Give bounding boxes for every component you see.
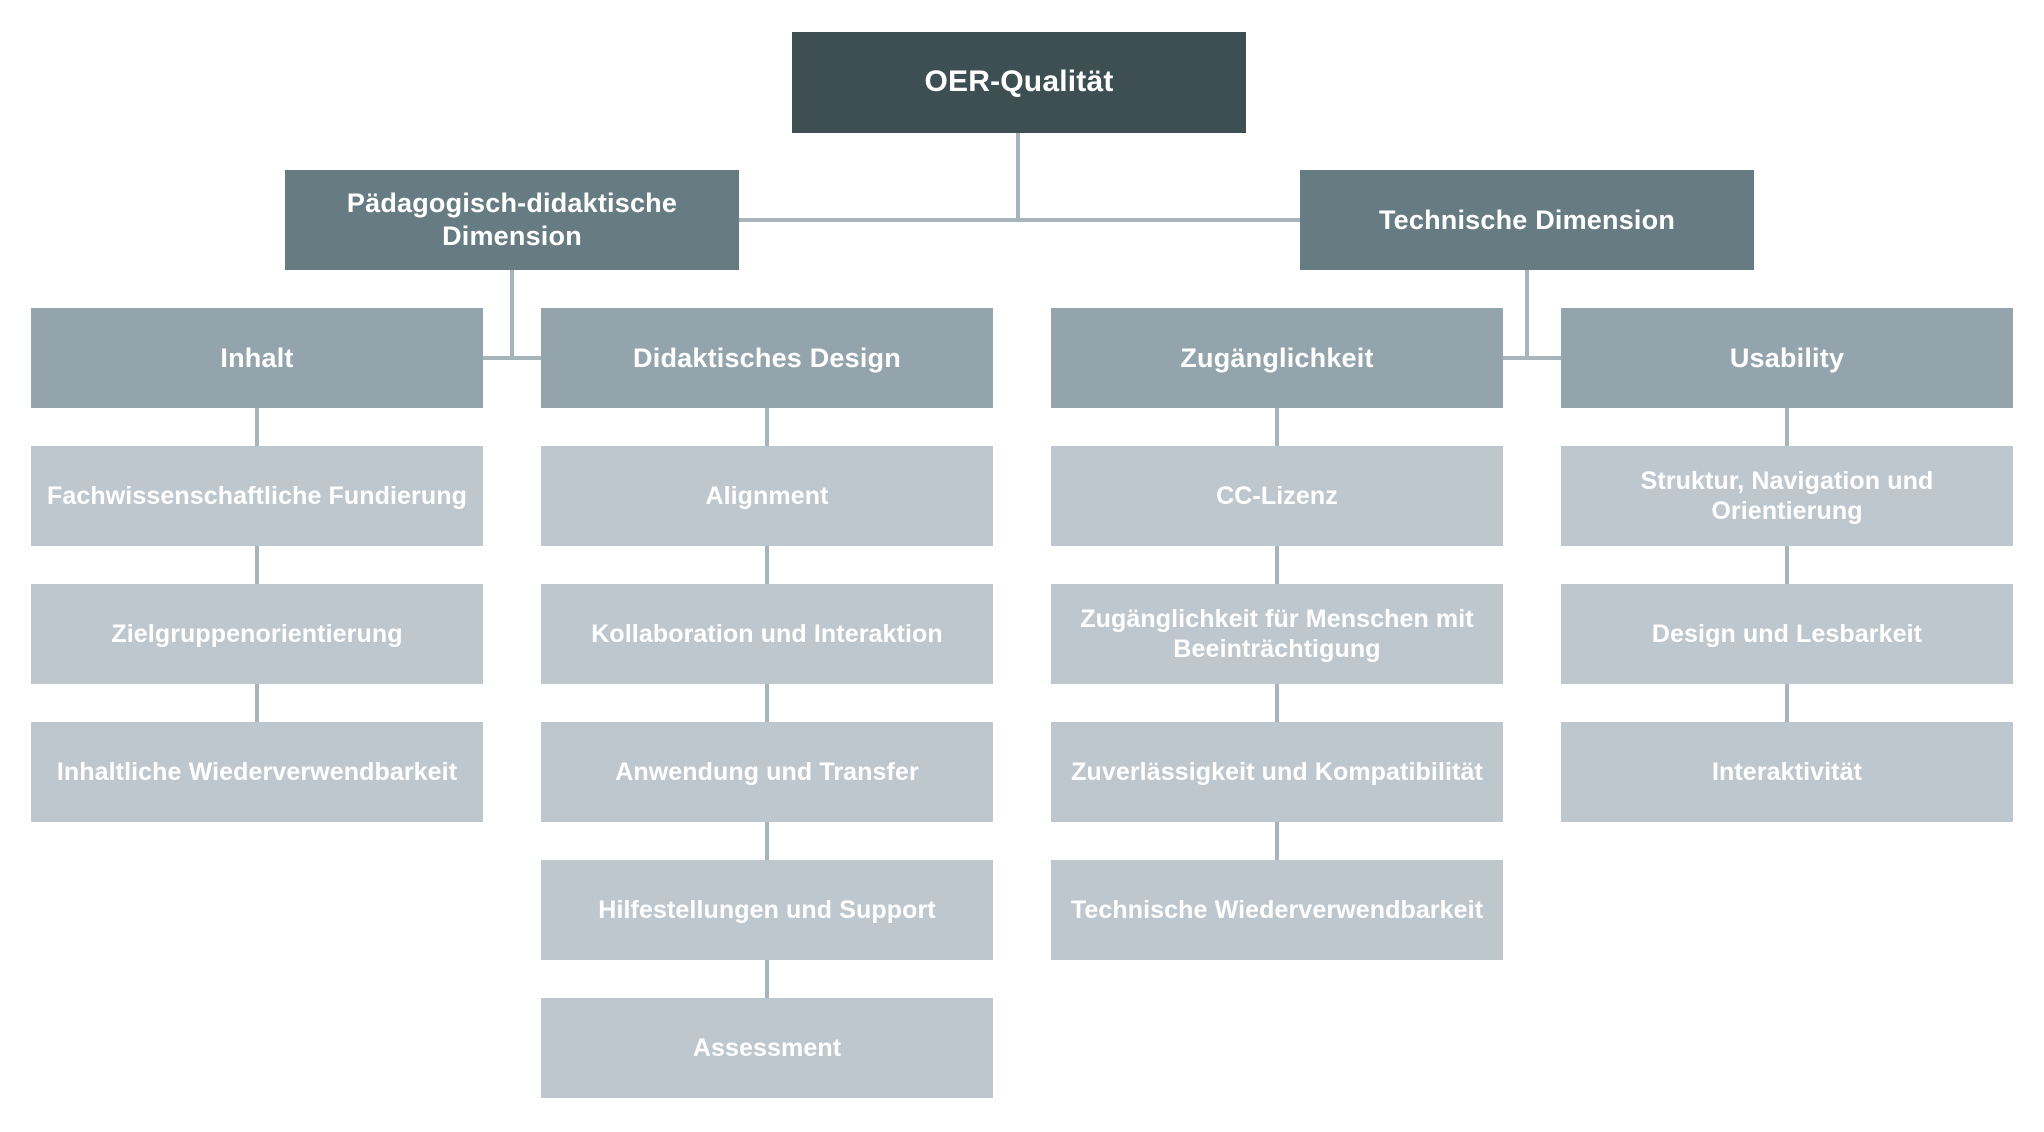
node-dimension-label: Technische Dimension <box>1378 204 1676 235</box>
node-leaf-label: Fachwissenschaftliche Fundierung <box>47 481 467 510</box>
node-root-oer-qualitaet[interactable]: OER-Qualität <box>792 32 1246 133</box>
connector-col1-spine-1 <box>255 408 259 446</box>
node-leaf-inhaltliche-wiederverwendbarkeit[interactable]: Inhaltliche Wiederverwendbarkeit <box>31 722 483 822</box>
connector-col4-spine-1 <box>1785 408 1789 446</box>
node-leaf-label: Interaktivität <box>1711 757 1863 786</box>
node-leaf-label: Alignment <box>705 481 829 510</box>
node-leaf-label: Anwendung und Transfer <box>615 757 919 786</box>
node-leaf-label: Zuverlässigkeit und Kompatibilität <box>1071 757 1483 786</box>
node-dimension-label: Pädagogisch-didaktische Dimension <box>346 188 678 251</box>
connector-col3-spine-3 <box>1275 684 1279 722</box>
node-leaf-label: Technische Wiederverwendbarkeit <box>1070 895 1484 924</box>
node-leaf-label: Struktur, Navigation und Orientierung <box>1640 466 1934 526</box>
node-leaf-anwendung-und-transfer[interactable]: Anwendung und Transfer <box>541 722 993 822</box>
connector-right-category-bus <box>1502 356 1563 360</box>
node-category-label: Usability <box>1729 342 1845 373</box>
node-leaf-label: Zugänglichkeit für Menschen mit Beeinträ… <box>1080 604 1474 664</box>
connector-left-category-bus <box>482 356 543 360</box>
node-category-usability[interactable]: Usability <box>1561 308 2013 408</box>
node-leaf-label: Zielgruppenorientierung <box>111 619 403 648</box>
connector-col2-spine-5 <box>765 960 769 998</box>
node-leaf-assessment[interactable]: Assessment <box>541 998 993 1098</box>
node-leaf-interaktivitaet[interactable]: Interaktivität <box>1561 722 2013 822</box>
connector-right-dimension-stem <box>1525 270 1529 360</box>
connector-col1-spine-3 <box>255 684 259 722</box>
node-category-didaktisches-design[interactable]: Didaktisches Design <box>541 308 993 408</box>
node-leaf-design-und-lesbarkeit[interactable]: Design und Lesbarkeit <box>1561 584 2013 684</box>
node-leaf-cc-lizenz[interactable]: CC-Lizenz <box>1051 446 1503 546</box>
node-category-label: Inhalt <box>220 342 294 373</box>
node-leaf-alignment[interactable]: Alignment <box>541 446 993 546</box>
connector-col2-spine-2 <box>765 546 769 584</box>
node-category-label: Zugänglichkeit <box>1180 342 1374 373</box>
node-leaf-label: Design und Lesbarkeit <box>1651 619 1923 648</box>
node-category-zugaenglichkeit[interactable]: Zugänglichkeit <box>1051 308 1503 408</box>
connector-col3-spine-4 <box>1275 822 1279 860</box>
connector-col2-spine-4 <box>765 822 769 860</box>
node-dimension-paedagogisch-didaktisch[interactable]: Pädagogisch-didaktische Dimension <box>285 170 739 270</box>
connector-col3-spine-2 <box>1275 546 1279 584</box>
node-leaf-label: CC-Lizenz <box>1216 481 1338 510</box>
connector-col3-spine-1 <box>1275 408 1279 446</box>
connector-col4-spine-2 <box>1785 546 1789 584</box>
connector-left-dimension-stem <box>510 270 514 360</box>
node-leaf-technische-wiederverwendbarkeit[interactable]: Technische Wiederverwendbarkeit <box>1051 860 1503 960</box>
connector-dimension-bus <box>736 218 1302 222</box>
node-leaf-label: Inhaltliche Wiederverwendbarkeit <box>56 757 458 786</box>
connector-col2-spine-3 <box>765 684 769 722</box>
node-category-label: Didaktisches Design <box>633 342 901 373</box>
connector-col1-spine-2 <box>255 546 259 584</box>
node-category-inhalt[interactable]: Inhalt <box>31 308 483 408</box>
node-leaf-zuverlaessigkeit-und-kompatibilitaet[interactable]: Zuverlässigkeit und Kompatibilität <box>1051 722 1503 822</box>
node-leaf-label: Hilfestellungen und Support <box>598 895 936 924</box>
node-leaf-struktur-navigation-und-orientierung[interactable]: Struktur, Navigation und Orientierung <box>1561 446 2013 546</box>
connector-root-stem <box>1016 133 1020 222</box>
connector-col4-spine-3 <box>1785 684 1789 722</box>
connector-col2-spine-1 <box>765 408 769 446</box>
node-leaf-zugaenglichkeit-fuer-menschen-mit-beeintraechtigung[interactable]: Zugänglichkeit für Menschen mit Beeinträ… <box>1051 584 1503 684</box>
node-leaf-fachwissenschaftliche-fundierung[interactable]: Fachwissenschaftliche Fundierung <box>31 446 483 546</box>
node-leaf-kollaboration-und-interaktion[interactable]: Kollaboration und Interaktion <box>541 584 993 684</box>
node-leaf-label: Assessment <box>692 1033 842 1062</box>
node-leaf-label: Kollaboration und Interaktion <box>591 619 943 648</box>
node-dimension-technisch[interactable]: Technische Dimension <box>1300 170 1754 270</box>
node-leaf-hilfestellungen-und-support[interactable]: Hilfestellungen und Support <box>541 860 993 960</box>
node-root-label: OER-Qualität <box>924 65 1114 99</box>
node-leaf-zielgruppenorientierung[interactable]: Zielgruppenorientierung <box>31 584 483 684</box>
